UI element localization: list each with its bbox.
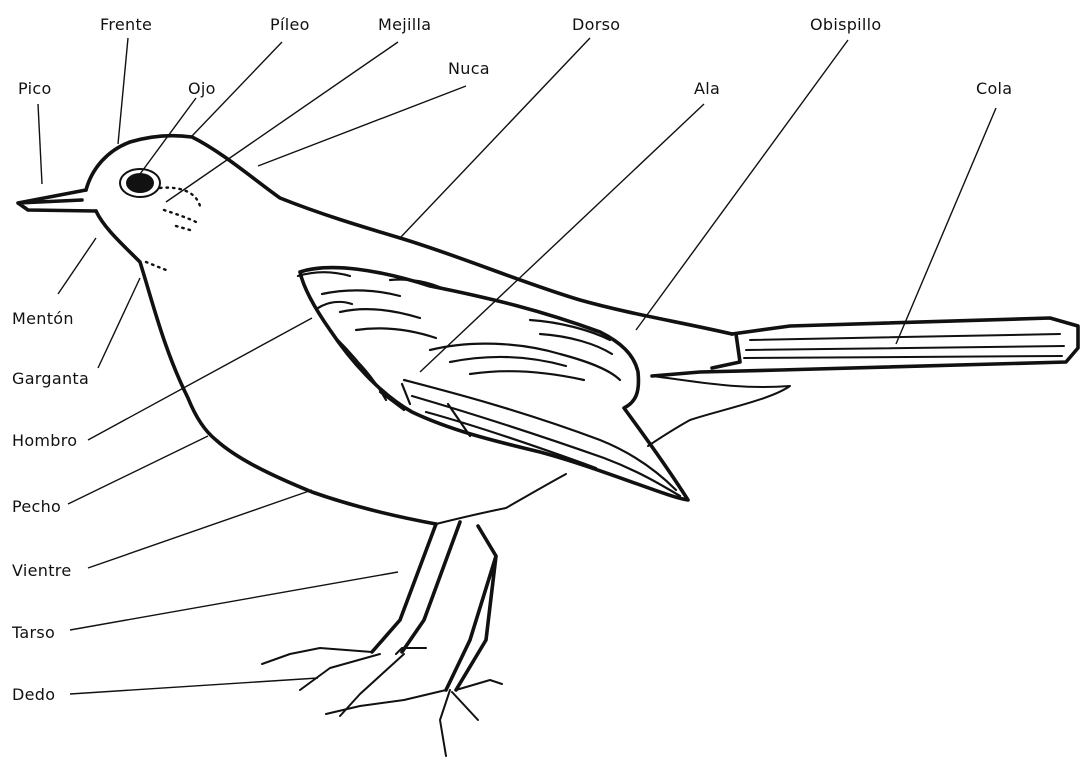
leader-pico	[38, 104, 42, 184]
label-frente: Frente	[100, 15, 152, 34]
head-back-outline	[86, 136, 732, 334]
label-garganta: Garganta	[12, 369, 89, 388]
label-tarso: Tarso	[11, 623, 55, 642]
label-vientre: Vientre	[12, 561, 71, 580]
label-nuca: Nuca	[448, 59, 490, 78]
leader-vientre	[88, 490, 312, 568]
leader-dedo	[70, 678, 318, 694]
label-pileo: Píleo	[270, 15, 310, 34]
label-dorso: Dorso	[572, 15, 620, 34]
part-labels: Frente Píleo Mejilla Dorso Obispillo Pic…	[11, 15, 1012, 704]
rump-outline	[648, 376, 790, 446]
leader-frente	[118, 38, 128, 144]
label-pico: Pico	[18, 79, 52, 98]
tail-feather-lines	[744, 334, 1064, 358]
leader-dorso	[400, 38, 590, 238]
leader-obispillo	[636, 40, 848, 330]
throat-dots	[146, 262, 166, 270]
leg-right	[446, 526, 496, 690]
label-pecho: Pecho	[12, 497, 61, 516]
toes-left	[262, 648, 426, 716]
underside-outline	[96, 211, 436, 524]
leader-tarso	[70, 572, 398, 630]
label-menton: Mentón	[12, 309, 74, 328]
label-dedo: Dedo	[12, 685, 55, 704]
label-ala: Ala	[694, 79, 720, 98]
cheek-dots	[160, 188, 200, 230]
leader-garganta	[98, 278, 140, 368]
label-obispillo: Obispillo	[810, 15, 882, 34]
leader-ala	[420, 104, 704, 372]
bird-drawing	[18, 136, 1078, 756]
leader-pecho	[68, 436, 208, 504]
leader-menton	[58, 238, 96, 294]
label-hombro: Hombro	[12, 431, 77, 450]
leader-nuca	[258, 86, 466, 166]
leg-left	[372, 522, 460, 652]
shoulder-feathers	[298, 272, 546, 338]
primary-feathers	[402, 380, 680, 496]
leader-mejilla	[166, 42, 398, 202]
label-cola: Cola	[976, 79, 1012, 98]
label-mejilla: Mejilla	[378, 15, 431, 34]
belly-fluff	[436, 474, 566, 524]
toes-right	[326, 680, 502, 756]
beak-shape	[18, 190, 96, 211]
label-ojo: Ojo	[188, 79, 216, 98]
eye-shape	[126, 173, 154, 193]
leader-cola	[896, 108, 996, 344]
